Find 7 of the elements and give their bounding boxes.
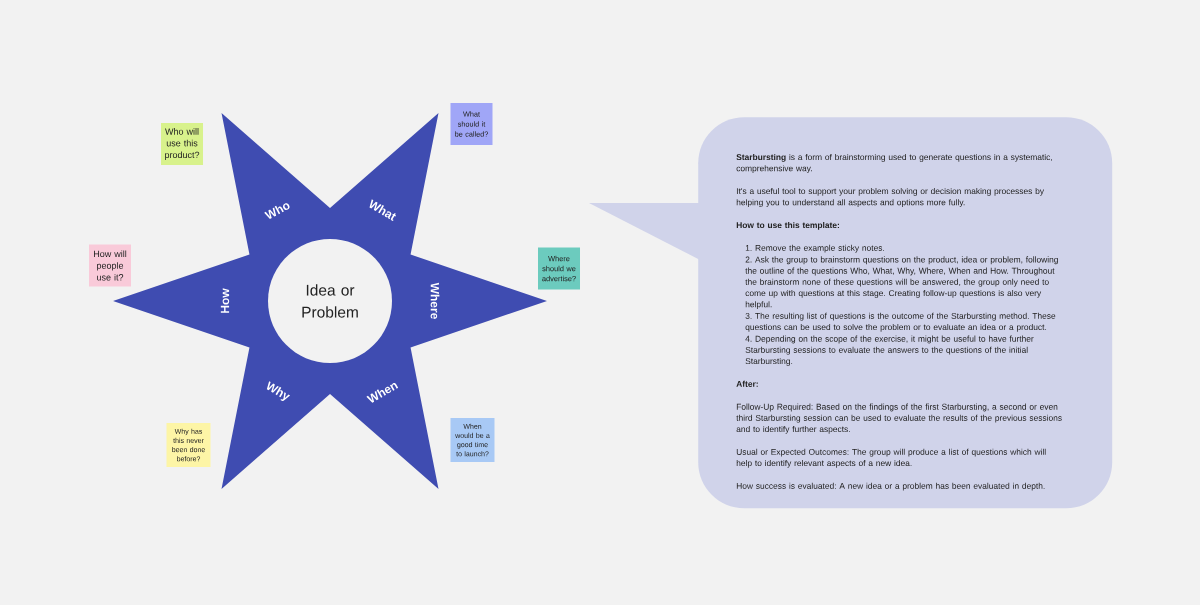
arm-label: When: [366, 382, 399, 403]
arm-label: How: [220, 288, 230, 313]
arm-label: Who: [264, 203, 290, 219]
arm-label: Why: [266, 381, 291, 401]
sticky-note: How will people use it?: [89, 244, 131, 287]
arm-label: Where: [430, 282, 440, 319]
sticky-note: Who will use this product?: [161, 123, 203, 165]
